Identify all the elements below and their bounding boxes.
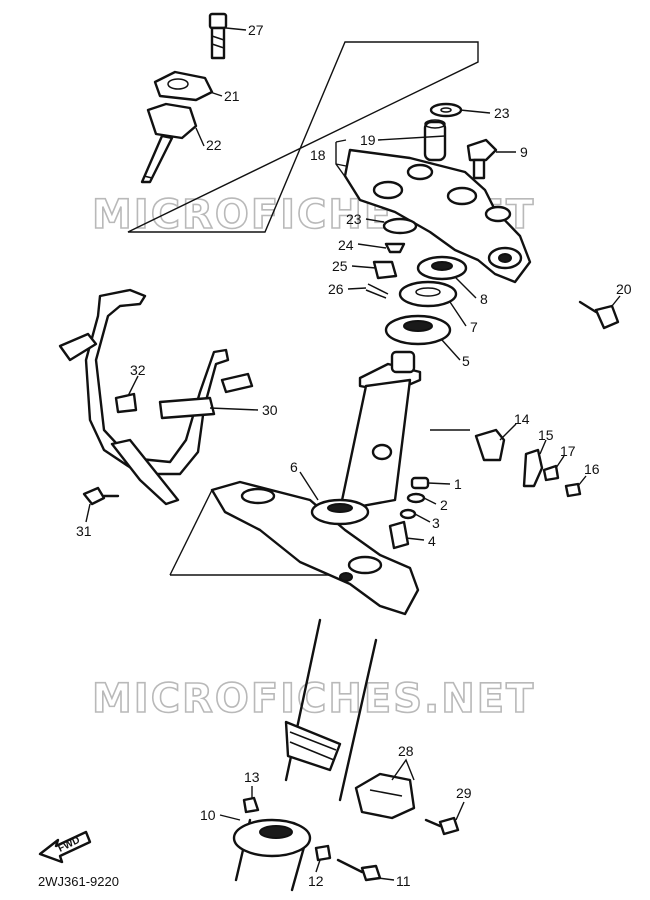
part-bracket-15[interactable] (522, 448, 544, 488)
callout-16: 16 (584, 461, 600, 477)
part-switch-14[interactable] (474, 428, 506, 462)
callout-labels: 27 21 22 23 19 18 9 23 24 25 26 8 7 5 20… (76, 22, 632, 889)
part-bearing-5[interactable] (384, 314, 452, 346)
callout-14: 14 (514, 411, 530, 427)
callout-9: 9 (520, 144, 528, 160)
callout-25: 25 (332, 258, 348, 274)
part-washer-2[interactable] (406, 492, 426, 504)
part-nut-25[interactable] (372, 260, 398, 280)
part-bolt-20[interactable] (578, 300, 620, 330)
part-washer-23-lower[interactable] (382, 217, 418, 235)
frame-lower-left-edge (169, 489, 213, 576)
part-nut-12[interactable] (314, 844, 332, 862)
callout-6: 6 (290, 459, 298, 475)
part-handlebar-holder-22[interactable] (140, 102, 198, 184)
fwd-arrow-icon: FWD (38, 830, 92, 864)
callout-15: 15 (538, 427, 554, 443)
part-washer-3[interactable] (399, 508, 417, 520)
callout-10: 10 (200, 807, 216, 823)
callout-4: 4 (428, 533, 436, 549)
part-damper-32[interactable] (114, 392, 138, 414)
callout-24: 24 (338, 237, 354, 253)
part-bolt-29[interactable] (424, 816, 460, 836)
callout-29: 29 (456, 785, 472, 801)
part-washer-7[interactable] (398, 280, 458, 308)
part-bearing-6[interactable] (310, 498, 370, 526)
frame-upper-left (127, 41, 479, 233)
part-collar-19[interactable] (423, 119, 447, 162)
part-screw-16[interactable] (564, 482, 582, 498)
callout-13: 13 (244, 769, 260, 785)
part-guide-10[interactable] (232, 818, 312, 858)
callout-20: 20 (616, 281, 632, 297)
part-headlight-bracket-28[interactable] (354, 772, 416, 820)
part-screw-1[interactable] (410, 476, 430, 490)
part-bolt-31[interactable] (82, 486, 120, 506)
diagram-code: 2WJ361-9220 (38, 874, 119, 889)
callout-12: 12 (308, 873, 324, 889)
part-bolt-27[interactable] (208, 12, 228, 60)
part-steering-stem[interactable] (338, 350, 422, 512)
callout-23-top: 23 (494, 105, 510, 121)
callout-21: 21 (224, 88, 240, 104)
callout-22: 22 (206, 137, 222, 153)
part-lock-washer-24[interactable] (384, 242, 406, 254)
callout-18: 18 (310, 147, 326, 163)
part-bolt-11[interactable] (336, 858, 382, 882)
callout-7: 7 (470, 319, 478, 335)
callout-5: 5 (462, 353, 470, 369)
callout-26: 26 (328, 281, 344, 297)
callout-27: 27 (248, 22, 264, 38)
watermark-bottom: MICROFICHES.NET (92, 676, 535, 722)
part-screw-17[interactable] (542, 464, 560, 482)
part-handlebar-clamp-upper-21[interactable] (153, 70, 214, 102)
callout-11: 11 (396, 873, 411, 889)
callout-8: 8 (480, 291, 488, 307)
callout-28: 28 (398, 743, 414, 759)
part-cotter-pin-26[interactable] (365, 283, 389, 299)
callout-31: 31 (76, 523, 92, 539)
part-meter-bracket-30[interactable] (58, 288, 254, 506)
part-fork-tube[interactable] (234, 618, 378, 892)
part-bolt-9[interactable] (466, 138, 498, 180)
callout-30: 30 (262, 402, 278, 418)
callout-17: 17 (560, 443, 576, 459)
callout-23-lower: 23 (346, 211, 362, 227)
callout-3: 3 (432, 515, 440, 531)
part-clamp-4[interactable] (388, 520, 410, 550)
callout-1: 1 (454, 476, 462, 492)
leader-lines (85, 27, 621, 881)
part-washer-23-top[interactable] (429, 102, 463, 118)
callout-32: 32 (130, 362, 146, 378)
part-ring-nut-8[interactable] (416, 255, 468, 281)
callout-19: 19 (360, 132, 376, 148)
part-nut-13[interactable] (242, 796, 260, 814)
callout-2: 2 (440, 497, 448, 513)
